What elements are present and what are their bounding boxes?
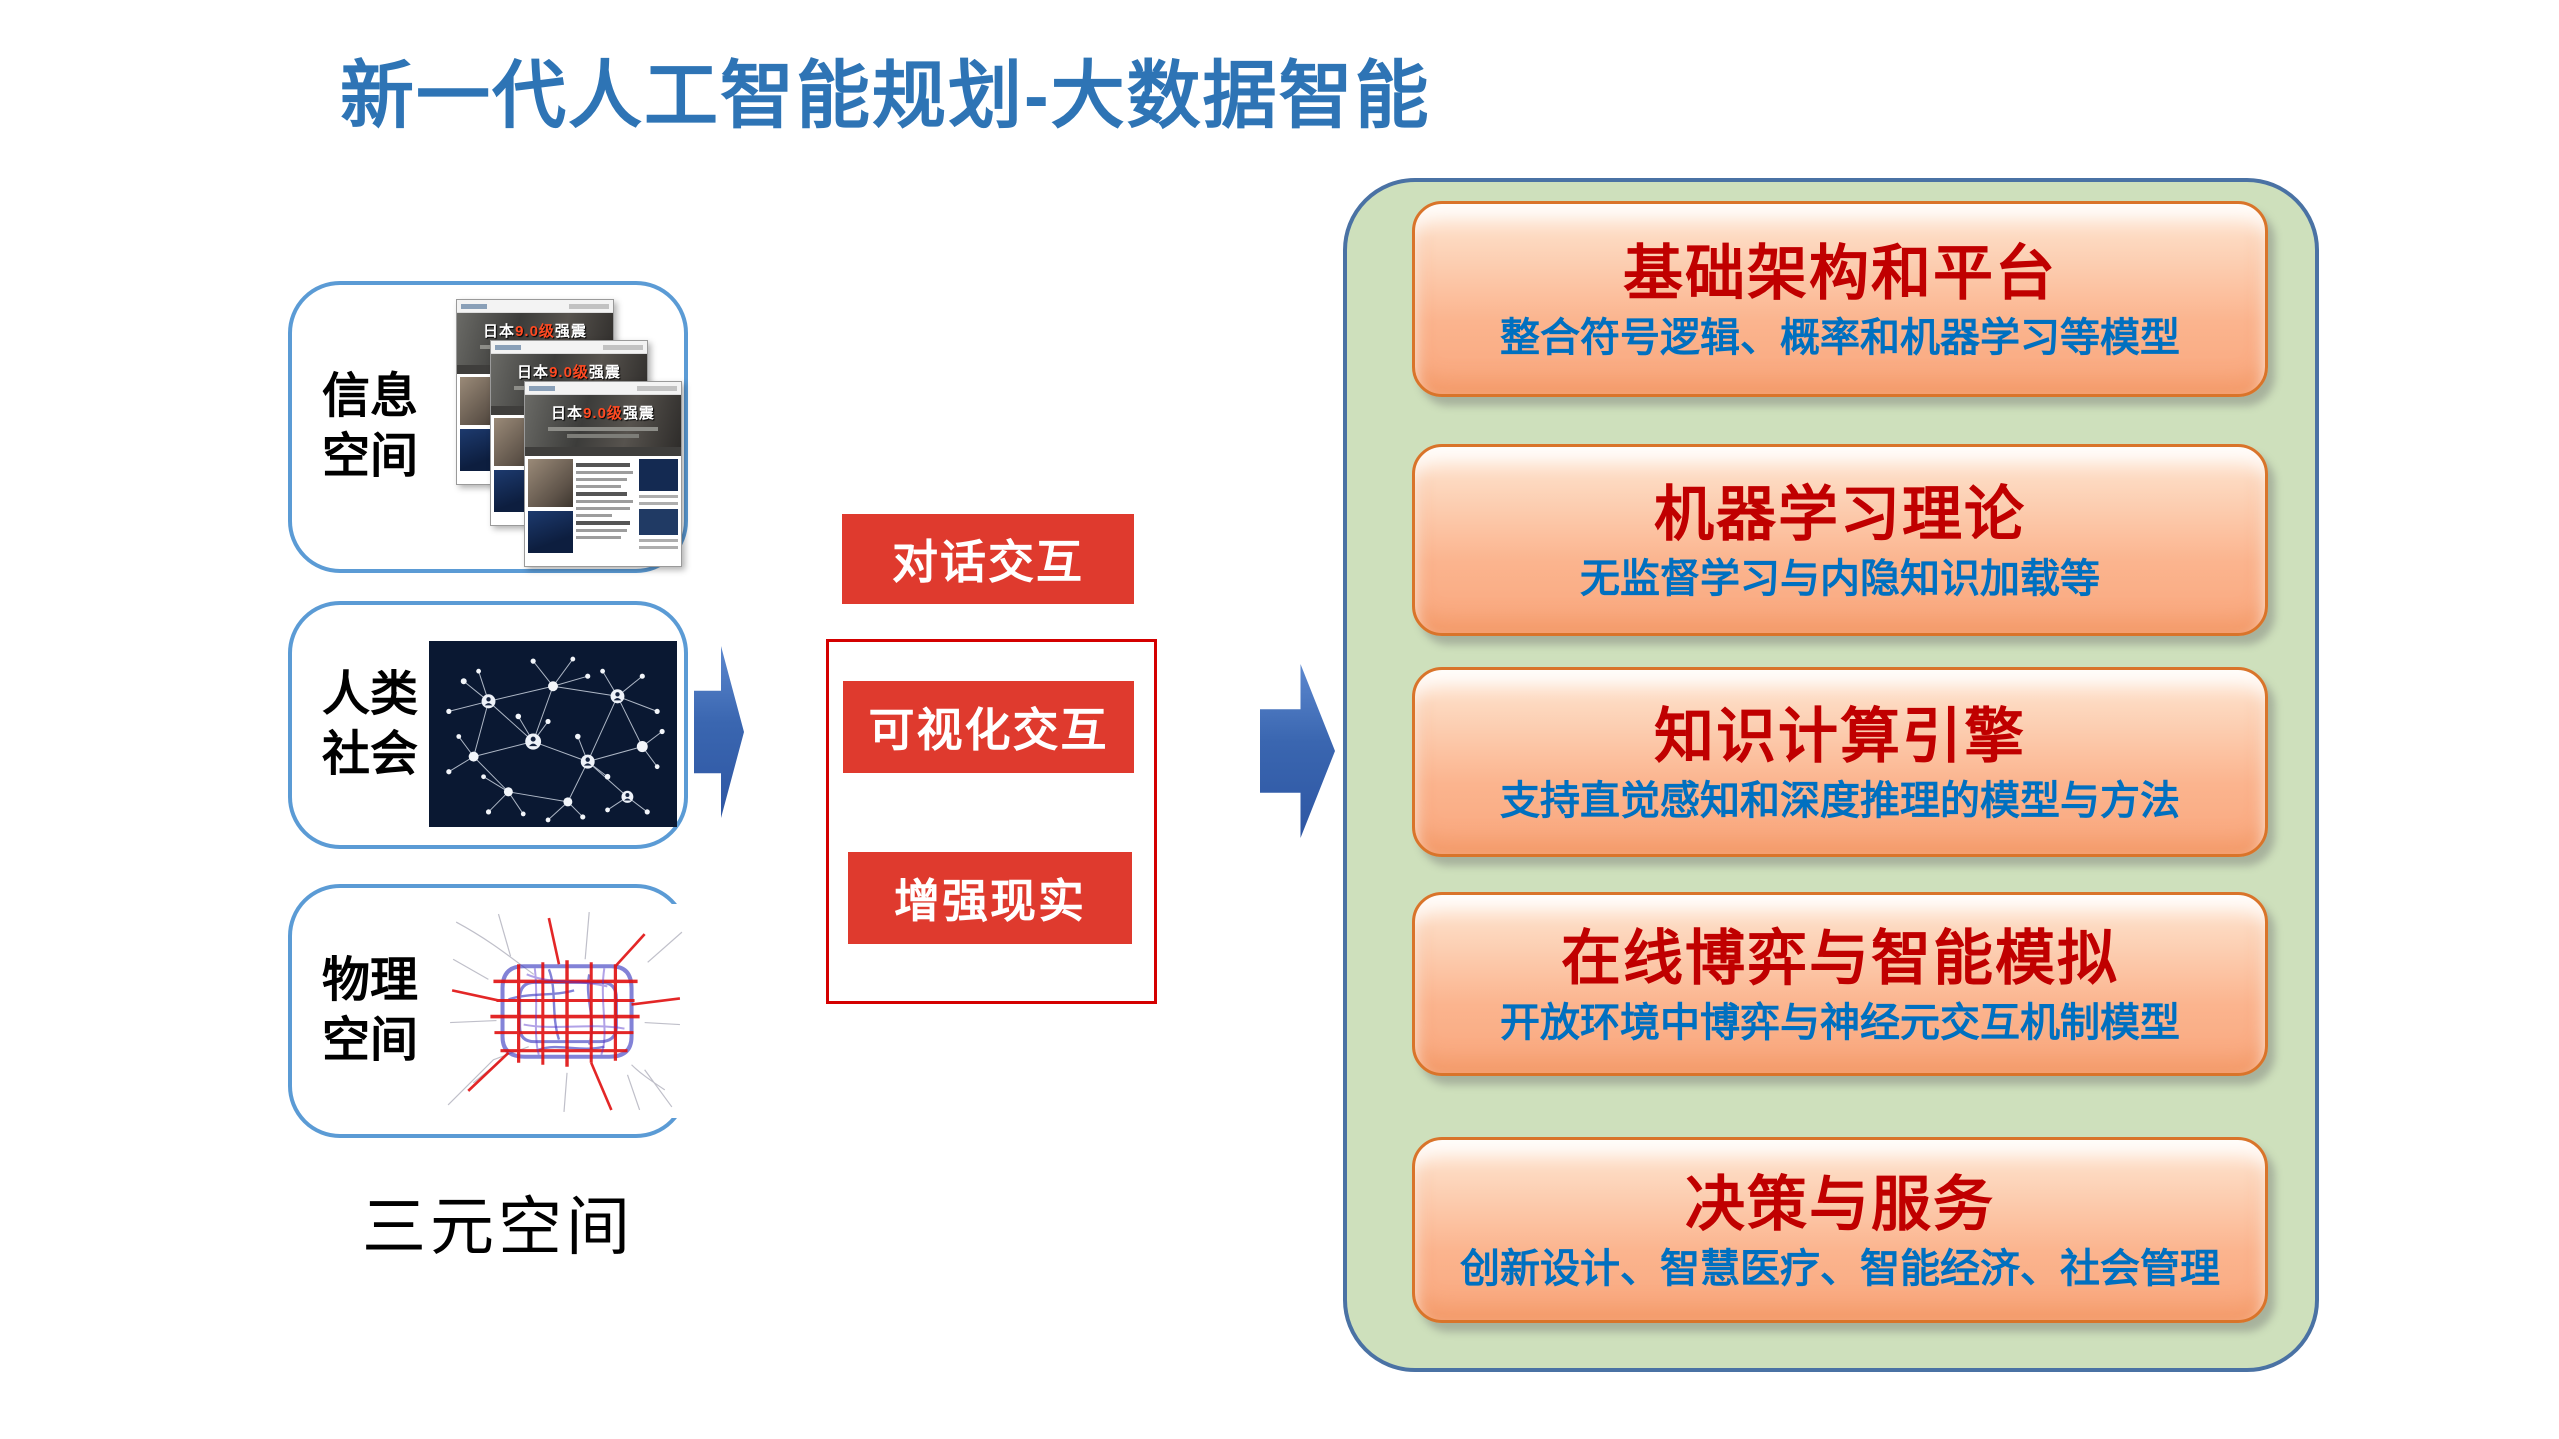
banner-text-highlight: 9.0级 (549, 364, 589, 381)
plan-box-title: 决策与服务 (1685, 1170, 1995, 1238)
banner-text: 强震 (554, 323, 587, 340)
plan-box-subtitle: 整合符号逻辑、概率和机器学习等模型 (1500, 315, 2180, 360)
physical-space-box: 物理 空间 (288, 884, 690, 1138)
webpage-header-bar (525, 382, 681, 395)
plan-box-online-game: 在线博弈与智能模拟 开放环境中博弈与神经元交互机制模型 (1412, 892, 2268, 1076)
plan-box-machine-learning: 机器学习理论 无监督学习与内隐知识加载等 (1412, 444, 2268, 636)
plan-box-infrastructure: 基础架构和平台 整合符号逻辑、概率和机器学习等模型 (1412, 201, 2268, 397)
webpage-header-bar (491, 341, 647, 354)
plan-box-title: 在线博弈与智能模拟 (1561, 924, 2119, 992)
plan-box-subtitle: 无监督学习与内隐知识加载等 (1580, 556, 2100, 601)
banner-text: 日本 (517, 364, 550, 381)
traffic-map-image (438, 904, 690, 1118)
banner-text: 日本 (551, 405, 584, 422)
human-society-box: 人类 社会 (288, 601, 688, 849)
webpage-thumbnail: 日本9.0级强震 (524, 381, 682, 567)
plan-box-title: 基础架构和平台 (1623, 239, 2057, 307)
webpage-navbar (525, 447, 681, 456)
sidebar-promo (639, 459, 678, 491)
plan-box-title: 机器学习理论 (1654, 480, 2026, 548)
banner-text-highlight: 9.0级 (583, 405, 623, 422)
plan-box-subtitle: 支持直觉感知和深度推理的模型与方法 (1500, 778, 2180, 823)
webpage-banner: 日本9.0级强震 (525, 395, 681, 447)
human-society-label: 人类 社会 (322, 668, 419, 781)
right-arrow-icon (694, 646, 744, 818)
webpage-stack-image: 日本9.0级强震 日本9.0级强震 (292, 285, 684, 569)
ternary-space-caption: 三元空间 (362, 1191, 634, 1263)
physical-space-label: 物理 空间 (322, 954, 419, 1067)
plan-box-subtitle: 创新设计、智慧医疗、智能经济、社会管理 (1460, 1246, 2220, 1291)
plan-box-knowledge-engine: 知识计算引擎 支持直觉感知和深度推理的模型与方法 (1412, 667, 2268, 857)
sidebar-promo (639, 509, 678, 535)
big-data-ai-panel: 基础架构和平台 整合符号逻辑、概率和机器学习等模型 机器学习理论 无监督学习与内… (1343, 178, 2319, 1372)
social-network-image (429, 641, 677, 827)
info-space-label: 信息 空间 (322, 370, 419, 483)
plan-box-decision-service: 决策与服务 创新设计、智慧医疗、智能经济、社会管理 (1412, 1137, 2268, 1323)
banner-text-highlight: 9.0级 (515, 323, 555, 340)
news-photo (528, 459, 573, 507)
banner-text: 日本 (483, 323, 516, 340)
interaction-group-outline (826, 639, 1157, 1004)
augmented-reality-label: 增强现实 (848, 852, 1132, 944)
slide-title: 新一代人工智能规划-大数据智能 (340, 54, 1431, 137)
webpage-header-bar (457, 300, 613, 313)
right-arrow-icon (1260, 664, 1335, 838)
dialogue-interaction-label: 对话交互 (842, 514, 1134, 604)
info-space-box: 信息 空间 日本9.0级强震 (288, 281, 688, 573)
plan-box-subtitle: 开放环境中博弈与神经元交互机制模型 (1500, 1000, 2180, 1045)
banner-text: 强震 (588, 364, 621, 381)
banner-text: 强震 (622, 405, 655, 422)
plan-box-title: 知识计算引擎 (1654, 702, 2026, 770)
news-video (528, 511, 573, 553)
visualization-interaction-label: 可视化交互 (843, 681, 1134, 773)
